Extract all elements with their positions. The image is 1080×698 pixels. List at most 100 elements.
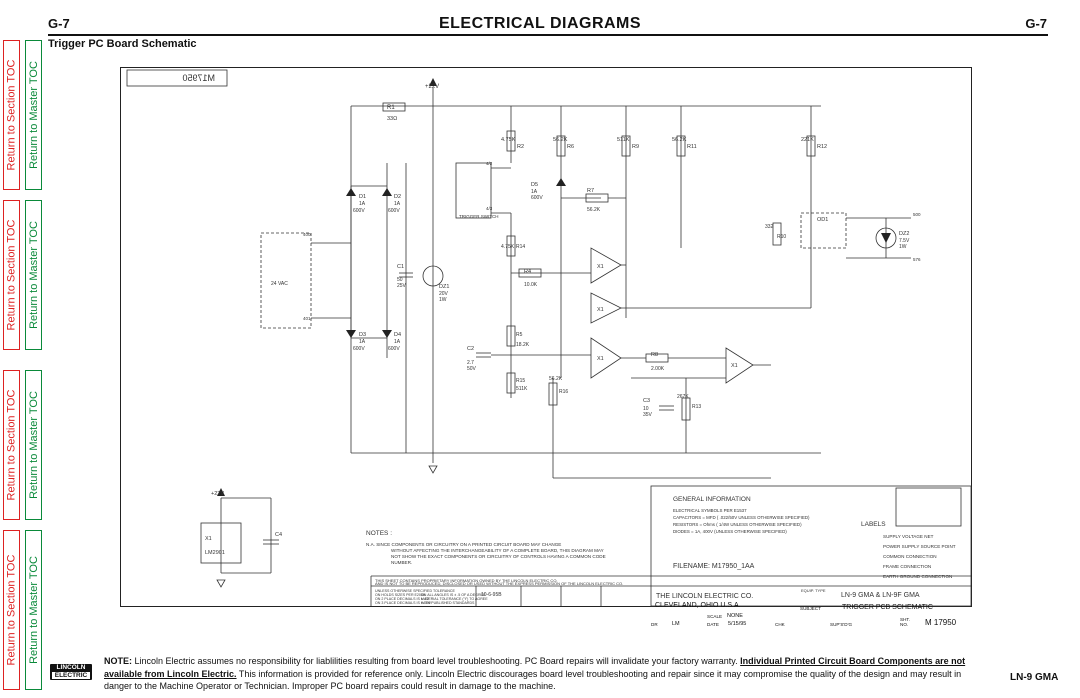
- return-to-section-toc-link[interactable]: Return to Section TOC: [3, 40, 20, 190]
- connector-4-2: 4/2: [486, 161, 493, 166]
- logo-line-2: ELECTRIC: [52, 672, 90, 679]
- notes-line-3: NOT SHOW THE EXACT COMPONENTS OR CIRCUIT…: [391, 554, 606, 559]
- r10-value: 332: [765, 224, 774, 230]
- r15-label: R15: [516, 378, 525, 384]
- r5-value: 18.2K: [516, 342, 530, 348]
- return-to-section-toc-link[interactable]: Return to Section TOC: [3, 370, 20, 520]
- r2-value: 4.75K: [501, 137, 516, 143]
- r11-value: 56.2K: [672, 137, 687, 143]
- tolerance-line-3: ON 2 PLACE DECIMALS IS ± .02: [375, 597, 429, 601]
- mirrored-drawing-tag: M17950: [182, 73, 215, 83]
- d4-voltage: 600V: [388, 346, 400, 352]
- tolerance-line-2: ON HOLDS SIZES PER E2056: [375, 593, 425, 597]
- checked-label: CHK: [775, 622, 785, 627]
- output-576: 576: [913, 257, 921, 262]
- d2-voltage: 600V: [388, 208, 400, 214]
- connector-401: 401: [303, 316, 311, 321]
- aux-ic-part: LM2901: [205, 550, 225, 556]
- trigger-switch-label: TRIGGER SWITCH: [459, 214, 499, 219]
- r12-value: 221K: [801, 137, 814, 143]
- tolerance-line-7: WITH PUBLISHED STANDARDS: [421, 601, 475, 605]
- d1-current: 1A: [359, 201, 366, 207]
- footer-model: LN-9 GMA: [1010, 672, 1059, 683]
- r15-value: 511K: [516, 386, 528, 392]
- return-to-master-toc-link[interactable]: Return to Master TOC: [25, 370, 42, 520]
- c1-label: C1: [397, 264, 404, 270]
- opamp-x1-a: X1: [597, 264, 604, 270]
- r8-value: 2.00K: [651, 366, 665, 372]
- d4-label: D4: [394, 332, 401, 338]
- note-label: NOTE:: [104, 656, 132, 666]
- d3-voltage: 600V: [353, 346, 365, 352]
- section-subtitle: Trigger PC Board Schematic: [48, 38, 197, 50]
- d3-current: 1A: [359, 339, 366, 345]
- c3-label: C3: [643, 398, 650, 404]
- drawing-number: M 17950: [925, 618, 957, 627]
- note-text-1: Lincoln Electric assumes no responsibili…: [134, 656, 738, 666]
- general-info-title: GENERAL INFORMATION: [673, 496, 751, 503]
- header-rule: [48, 34, 1048, 36]
- r1-label: R1: [387, 105, 395, 111]
- r8-label: R8: [651, 352, 658, 358]
- general-info-line-1: ELECTRICAL SYMBOLS PER E1537: [673, 508, 747, 513]
- d5-current: 1A: [531, 189, 538, 195]
- r4-value: 10.0K: [524, 282, 538, 288]
- return-to-section-toc-label: Return to Section TOC: [5, 554, 18, 666]
- subject-value: TRIGGER PCB SCHEMATIC: [842, 604, 933, 611]
- return-to-section-toc-link[interactable]: Return to Section TOC: [3, 530, 20, 690]
- proprietary-line-2: AND IS NOT TO BE REPRODUCED, DISCLOSED O…: [375, 581, 623, 586]
- return-to-master-toc-label: Return to Master TOC: [27, 556, 40, 664]
- legend-frame: FRAME CONNECTION: [883, 564, 931, 569]
- tolerance-line-5: ON ALL ANGLES IS ± .5 OF A DEGREE: [421, 593, 486, 597]
- r11-label: R11: [687, 144, 697, 150]
- note-bold-text: Individual Printed Circuit Board Compone…: [104, 656, 966, 679]
- r16-label: R16: [559, 389, 568, 395]
- r6-label: R6: [567, 144, 574, 150]
- superseding-label: SUP'S'D'G: [830, 622, 853, 627]
- r14-label: R14: [516, 244, 525, 250]
- liability-note: NOTE: Lincoln Electric assumes no respon…: [104, 655, 966, 693]
- r13-label: R13: [692, 404, 701, 410]
- proprietary-line-1: THIS SHEET CONTAINS PROPRIETARY INFORMAT…: [375, 578, 558, 583]
- opamp-x1-b: X1: [597, 307, 604, 313]
- return-to-master-toc-label: Return to Master TOC: [27, 61, 40, 169]
- d5-label: D5: [531, 182, 538, 188]
- d2-current: 1A: [394, 201, 401, 207]
- aux-cap-label: C4: [275, 532, 282, 538]
- note-text-2: This information is provided for referen…: [104, 668, 962, 692]
- notes-line-4: NUMBER.: [391, 560, 412, 565]
- d1-voltage: 600V: [353, 208, 365, 214]
- labels-title: LABELS: [861, 521, 886, 528]
- connector-4-3: 4/3: [486, 206, 493, 211]
- r1-value: 33Ω: [387, 116, 397, 122]
- opamp-x1-d: X1: [731, 363, 738, 369]
- c3-voltage: 35V: [643, 412, 653, 418]
- tolerance-line-4: ON 3 PLACE DECIMALS IS ± .002: [375, 601, 431, 605]
- d3-label: D3: [359, 332, 366, 338]
- dz2-watts: 1W: [899, 244, 907, 250]
- drawn-by-label: DR: [651, 622, 658, 627]
- equip-type: LN-9 GMA & LN-9F GMA: [841, 592, 920, 599]
- date-label: DATE: [707, 622, 719, 627]
- dz1-label: DZ1: [439, 284, 449, 290]
- city-label: CLEVELAND, OHIO U.S.A.: [655, 602, 741, 609]
- drawn-by-value: LM: [672, 621, 680, 627]
- return-to-section-toc-link[interactable]: Return to Section TOC: [3, 200, 20, 350]
- return-to-master-toc-link[interactable]: Return to Master TOC: [25, 40, 42, 190]
- output-500: 500: [913, 212, 921, 217]
- c1-voltage: 25V: [397, 283, 407, 289]
- page-title: ELECTRICAL DIAGRAMS: [438, 15, 642, 32]
- dz2-voltage: 7.5V: [899, 238, 910, 244]
- sheet-no-label: SHT. NO.: [900, 617, 910, 627]
- c2-value: 2.7: [467, 360, 474, 366]
- return-to-master-toc-link[interactable]: Return to Master TOC: [25, 200, 42, 350]
- return-to-section-toc-label: Return to Section TOC: [5, 389, 18, 501]
- return-to-master-toc-link[interactable]: Return to Master TOC: [25, 530, 42, 690]
- supply-net-label: +22V: [425, 84, 439, 90]
- d5-voltage: 600V: [531, 195, 543, 201]
- r2-label: R2: [517, 144, 524, 150]
- return-to-master-toc-label: Return to Master TOC: [27, 391, 40, 499]
- r16-value: 56.2K: [549, 376, 563, 382]
- aux-supply-label: +22V: [211, 491, 224, 497]
- ac-input-label: 24 VAC: [271, 281, 288, 287]
